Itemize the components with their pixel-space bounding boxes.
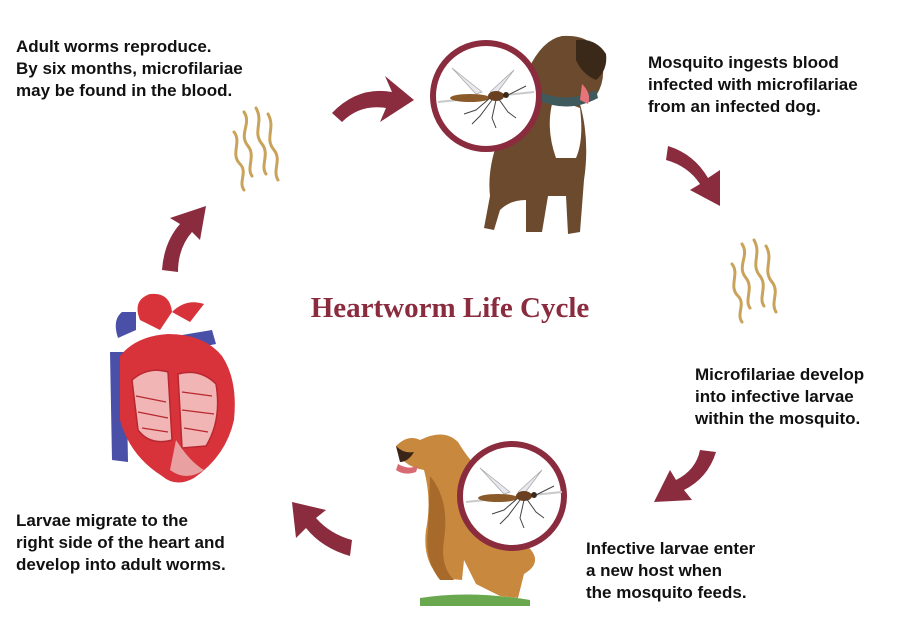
worm-icon-upper-left [232, 106, 280, 192]
step-larvae-develop-caption: Microfilariae develop into infective lar… [695, 365, 865, 428]
arrow-icon-top [332, 76, 414, 122]
arrow-icon-left [162, 206, 206, 272]
dog-icon-boxer [484, 35, 607, 234]
step-new-host-caption: Infective larvae enter a new host when t… [586, 539, 756, 602]
arrow-icon-bottom [292, 502, 352, 556]
diagram-title: Heartworm Life Cycle [310, 292, 590, 324]
mosquito-circle-top [430, 40, 542, 152]
step-mosquito-ingests-caption: Mosquito ingests blood infected with mic… [648, 53, 858, 116]
mosquito-circle-bottom [457, 441, 567, 551]
step-adult-worms-caption: Adult worms reproduce. By six months, mi… [16, 37, 243, 100]
arrow-icon-upper-right [666, 146, 720, 206]
heart-icon [110, 293, 235, 483]
step-larvae-migrate-caption: Larvae migrate to the right side of the … [16, 511, 226, 574]
arrow-icon-lower-right [654, 450, 716, 502]
